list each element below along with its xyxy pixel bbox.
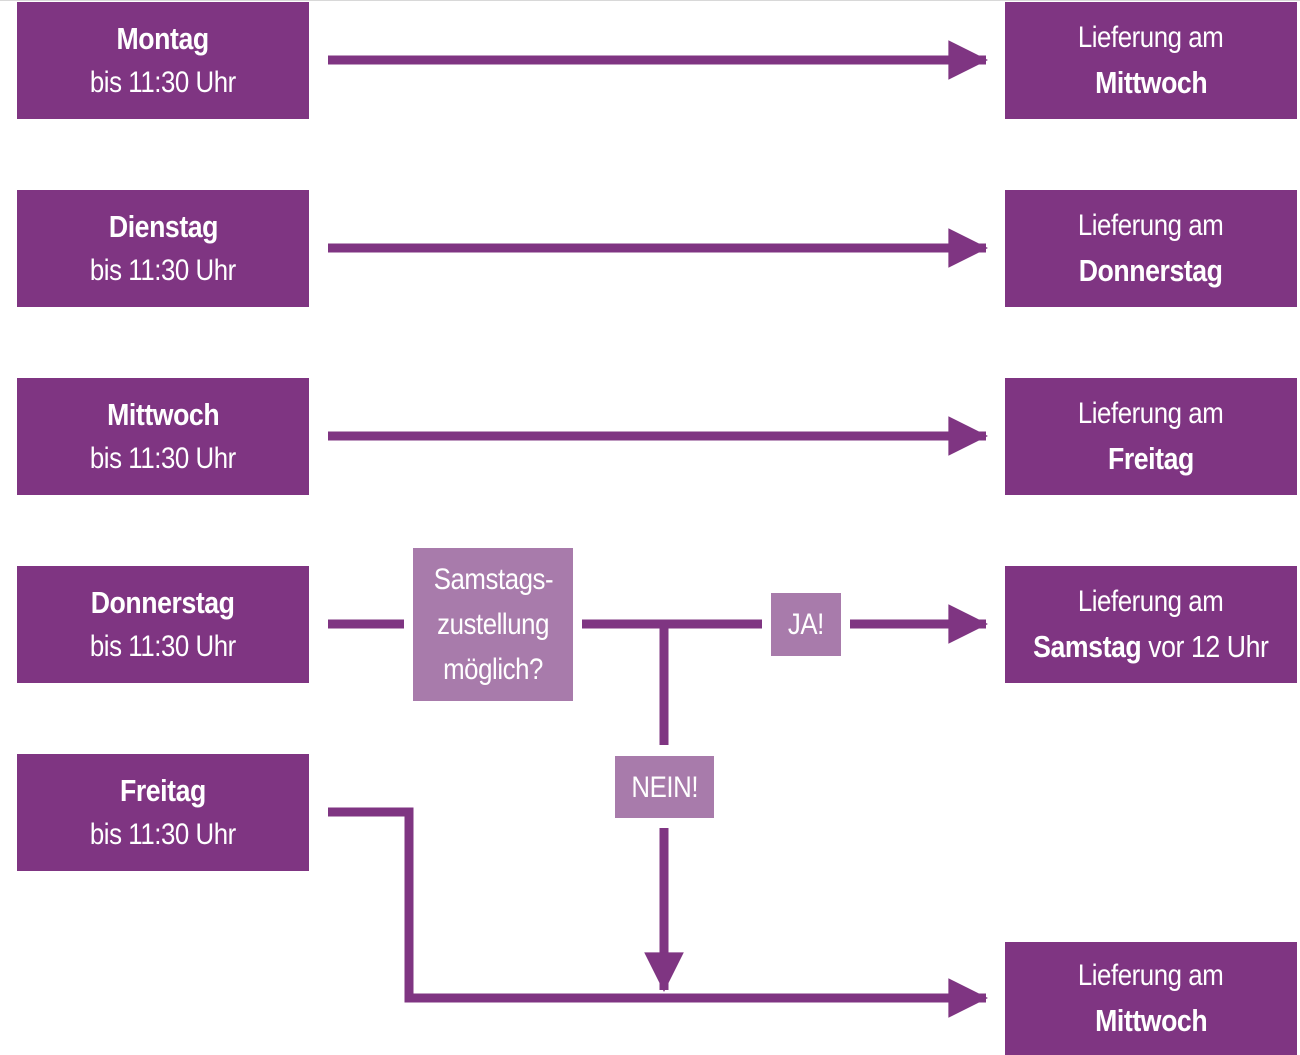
decision-box: Samstags- zustellung möglich? [413, 548, 573, 701]
delivery-box-mittwoch: Lieferung am Mittwoch [1005, 2, 1297, 119]
delivery-prefix: Lieferung am [1078, 208, 1224, 242]
box-montag: Montag bis 11:30 Uhr [17, 2, 309, 119]
decision-line: zustellung [437, 608, 549, 641]
day-label: Montag [116, 20, 210, 56]
delivery-box-freitag: Lieferung am Freitag [1005, 378, 1297, 495]
delivery-prefix: Lieferung am [1078, 958, 1224, 992]
yes-badge: JA! [771, 593, 841, 656]
delivery-target: Freitag [1108, 436, 1194, 482]
time-label: bis 11:30 Uhr [90, 253, 236, 287]
delivery-day: Mittwoch [1094, 64, 1208, 100]
delivery-target: Donnerstag [1079, 248, 1223, 294]
decision-line: Samstags- [433, 563, 553, 596]
day-label: Mittwoch [106, 396, 220, 432]
time-label: bis 11:30 Uhr [90, 65, 236, 99]
day-label: Dienstag [108, 208, 218, 244]
yes-label: JA! [787, 608, 824, 641]
time-label: bis 11:30 Uhr [90, 441, 236, 475]
day-label: Donnerstag [91, 584, 235, 620]
delivery-prefix: Lieferung am [1078, 584, 1224, 618]
time-label: bis 11:30 Uhr [90, 817, 236, 851]
delivery-box-mittwoch-2: Lieferung am Mittwoch [1005, 942, 1297, 1055]
delivery-target: Mittwoch [1095, 998, 1207, 1044]
delivery-day: Mittwoch [1094, 1002, 1208, 1038]
delivery-target: Mittwoch [1095, 60, 1207, 106]
delivery-day: Samstag [1033, 628, 1142, 664]
no-badge: NEIN! [615, 756, 714, 818]
decision-line: möglich? [443, 653, 543, 686]
box-donnerstag: Donnerstag bis 11:30 Uhr [17, 566, 309, 683]
delivery-suffix: vor 12 Uhr [1141, 628, 1269, 664]
arrow-freitag [328, 807, 988, 1018]
time-label: bis 11:30 Uhr [90, 629, 236, 663]
no-label: NEIN! [631, 770, 698, 804]
day-label: Freitag [120, 772, 206, 808]
delivery-day: Freitag [1108, 440, 1194, 476]
box-freitag: Freitag bis 11:30 Uhr [17, 754, 309, 871]
delivery-prefix: Lieferung am [1078, 20, 1224, 54]
box-mittwoch: Mittwoch bis 11:30 Uhr [17, 378, 309, 495]
box-dienstag: Dienstag bis 11:30 Uhr [17, 190, 309, 307]
delivery-prefix: Lieferung am [1078, 396, 1224, 430]
delivery-day: Donnerstag [1079, 252, 1223, 288]
delivery-box-donnerstag: Lieferung am Donnerstag [1005, 190, 1297, 307]
delivery-target: Samstag vor 12 Uhr [1033, 624, 1269, 670]
top-divider [0, 0, 1300, 1]
delivery-box-samstag: Lieferung am Samstag vor 12 Uhr [1005, 566, 1297, 683]
